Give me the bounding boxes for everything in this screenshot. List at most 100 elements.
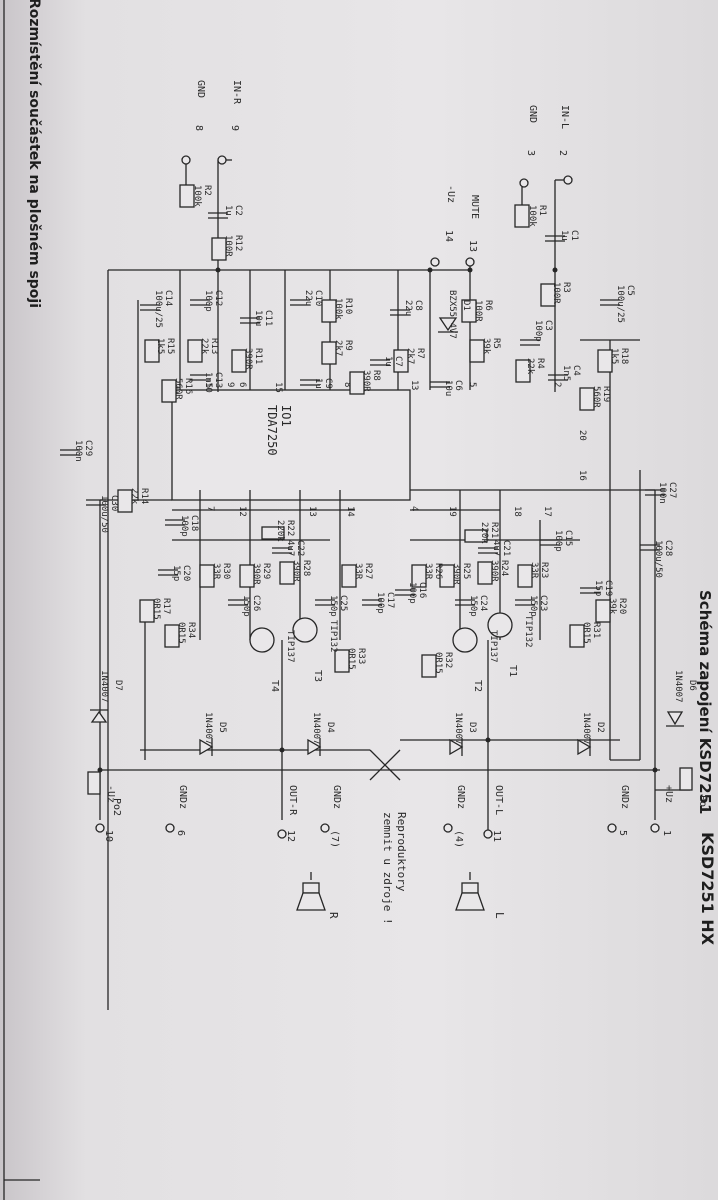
- connector-label-9: GNDz: [455, 785, 466, 809]
- diode-ref-d7: D7: [113, 680, 123, 691]
- resistor-ref-r13: R13: [209, 338, 219, 354]
- resistor-r25: [439, 564, 455, 588]
- resistor-val-r5: 39k: [481, 338, 491, 355]
- capacitor-c14: [140, 304, 160, 311]
- capacitor-val-c9: 1u: [313, 378, 323, 389]
- capacitor-c30: [86, 499, 106, 506]
- resistor-ref-r11: R11: [253, 348, 263, 364]
- capacitor-c10: [290, 299, 310, 306]
- resistor-r21: [464, 529, 488, 543]
- capacitor-c22: [272, 547, 292, 554]
- capacitor-ref-c18: C18: [189, 515, 199, 531]
- resistor-r2: [179, 184, 195, 208]
- resistor-val-r23: 33R: [529, 562, 539, 579]
- resistor-val-r18: 1k5: [609, 348, 619, 364]
- capacitor-ref-c22: C22: [295, 540, 305, 556]
- resistor-val-r17: 0R15: [151, 598, 161, 620]
- resistor-ref-r12: R12: [233, 235, 243, 251]
- ic-pin-9: 9: [225, 382, 235, 387]
- resistor-val-r8: 390R: [361, 370, 371, 392]
- ic-pin-17: 17: [542, 506, 552, 517]
- capacitor-val-c20: 15p: [171, 565, 181, 581]
- resistor-ref-r24: R24: [499, 560, 509, 576]
- capacitor-c9: [300, 379, 320, 386]
- diode-d6: [666, 711, 684, 727]
- speaker-label-r: R: [327, 912, 340, 919]
- diode-part-d2: 1N4007: [581, 712, 591, 745]
- resistor-val-r1: 100k: [527, 205, 537, 227]
- capacitor-c19: [580, 587, 600, 594]
- component-shapes: [60, 155, 693, 911]
- connector-label-12: GNDz: [177, 785, 188, 809]
- resistor-val-r13: 22k: [199, 338, 209, 355]
- connector-label-4: MUTE: [469, 195, 480, 219]
- resistor-r32: [421, 654, 437, 678]
- connector-num-5: 14: [443, 230, 454, 242]
- resistor-val-r30: 33R: [211, 563, 221, 580]
- ic-pin-13: 13: [307, 506, 317, 517]
- resistor-r1: [514, 204, 530, 228]
- connector-label-1: GND: [527, 105, 538, 123]
- capacitor-val-c12: 100p: [203, 290, 213, 312]
- ic-pin-3: 3: [409, 385, 419, 390]
- capacitor-ref-c11: C11: [263, 310, 273, 326]
- resistor-ref-r4: R4: [535, 358, 545, 369]
- capacitor-ref-c28: C28: [663, 540, 673, 556]
- resistor-ref-r34: R34: [186, 622, 196, 638]
- capacitor-c6: [430, 381, 450, 388]
- diode-part-d7: 1N4007: [99, 670, 109, 703]
- resistor-val-r7: 2k7: [405, 348, 415, 364]
- capacitor-c24: [455, 599, 475, 606]
- capacitor-ref-c29: C29: [83, 440, 93, 456]
- capacitor-c8: [390, 309, 410, 316]
- fuse-po2: [87, 771, 101, 795]
- capacitor-val-c11: 10u: [253, 310, 263, 326]
- capacitor-c7: [370, 359, 390, 366]
- resistor-r13: [187, 339, 203, 363]
- capacitor-ref-c10: C10: [313, 290, 323, 306]
- resistor-ref-r28: R28: [301, 560, 311, 576]
- resistor-ref-r21: R21: [489, 522, 499, 538]
- capacitor-ref-c13: C13: [213, 372, 223, 388]
- connector-num-8: 11: [491, 830, 502, 842]
- capacitor-ref-c25: C25: [338, 595, 348, 611]
- ic-pin-5: 5: [467, 382, 477, 387]
- resistor-ref-r22: R22: [285, 520, 295, 536]
- ic-pin-18: 18: [512, 506, 522, 517]
- resistor-ref-r26: R26: [433, 563, 443, 579]
- capacitor-c15: [540, 539, 560, 546]
- transistor-t4: [249, 627, 275, 653]
- diode-d7: [90, 709, 108, 723]
- capacitor-val-c26: 150p: [241, 595, 251, 617]
- capacitor-c1: [545, 235, 565, 242]
- capacitor-ref-c2: C2: [233, 205, 243, 216]
- capacitor-val-c21: 4u7: [491, 540, 501, 556]
- note-line-1: Reproduktory: [395, 812, 408, 892]
- capacitor-c26: [228, 599, 248, 606]
- diode-ref-d4: D4: [325, 722, 335, 733]
- resistor-r11: [231, 349, 247, 373]
- transistor-part-t4: TIP137: [285, 630, 295, 663]
- capacitor-ref-c12: C12: [213, 290, 223, 306]
- resistor-val-r16: 560R: [173, 378, 183, 400]
- capacitor-val-c7: 1u: [383, 356, 393, 367]
- speaker-r: [296, 882, 326, 911]
- resistor-r23: [517, 564, 533, 588]
- resistor-val-r31: 0R15: [581, 622, 591, 644]
- capacitor-val-c16: 100p: [407, 582, 417, 604]
- resistor-r12: [211, 237, 227, 261]
- capacitor-c29: [60, 449, 80, 456]
- connector-num-11: (7): [329, 830, 340, 848]
- resistor-val-r24: 390R: [489, 560, 499, 582]
- capacitor-val-c28: 100u/50: [653, 540, 663, 578]
- capacitor-ref-c7: C7: [393, 356, 403, 367]
- capacitor-c25: [315, 599, 335, 606]
- connector-label-13: -Uz: [105, 785, 116, 803]
- connector-label-2: IN-R: [231, 80, 242, 105]
- capacitor-c5: [600, 299, 620, 306]
- resistor-ref-r18: R18: [619, 348, 629, 364]
- capacitor-val-c29: 100n: [73, 440, 83, 462]
- capacitor-val-c25: 150p: [328, 595, 338, 617]
- resistor-val-r27: 33R: [353, 563, 363, 580]
